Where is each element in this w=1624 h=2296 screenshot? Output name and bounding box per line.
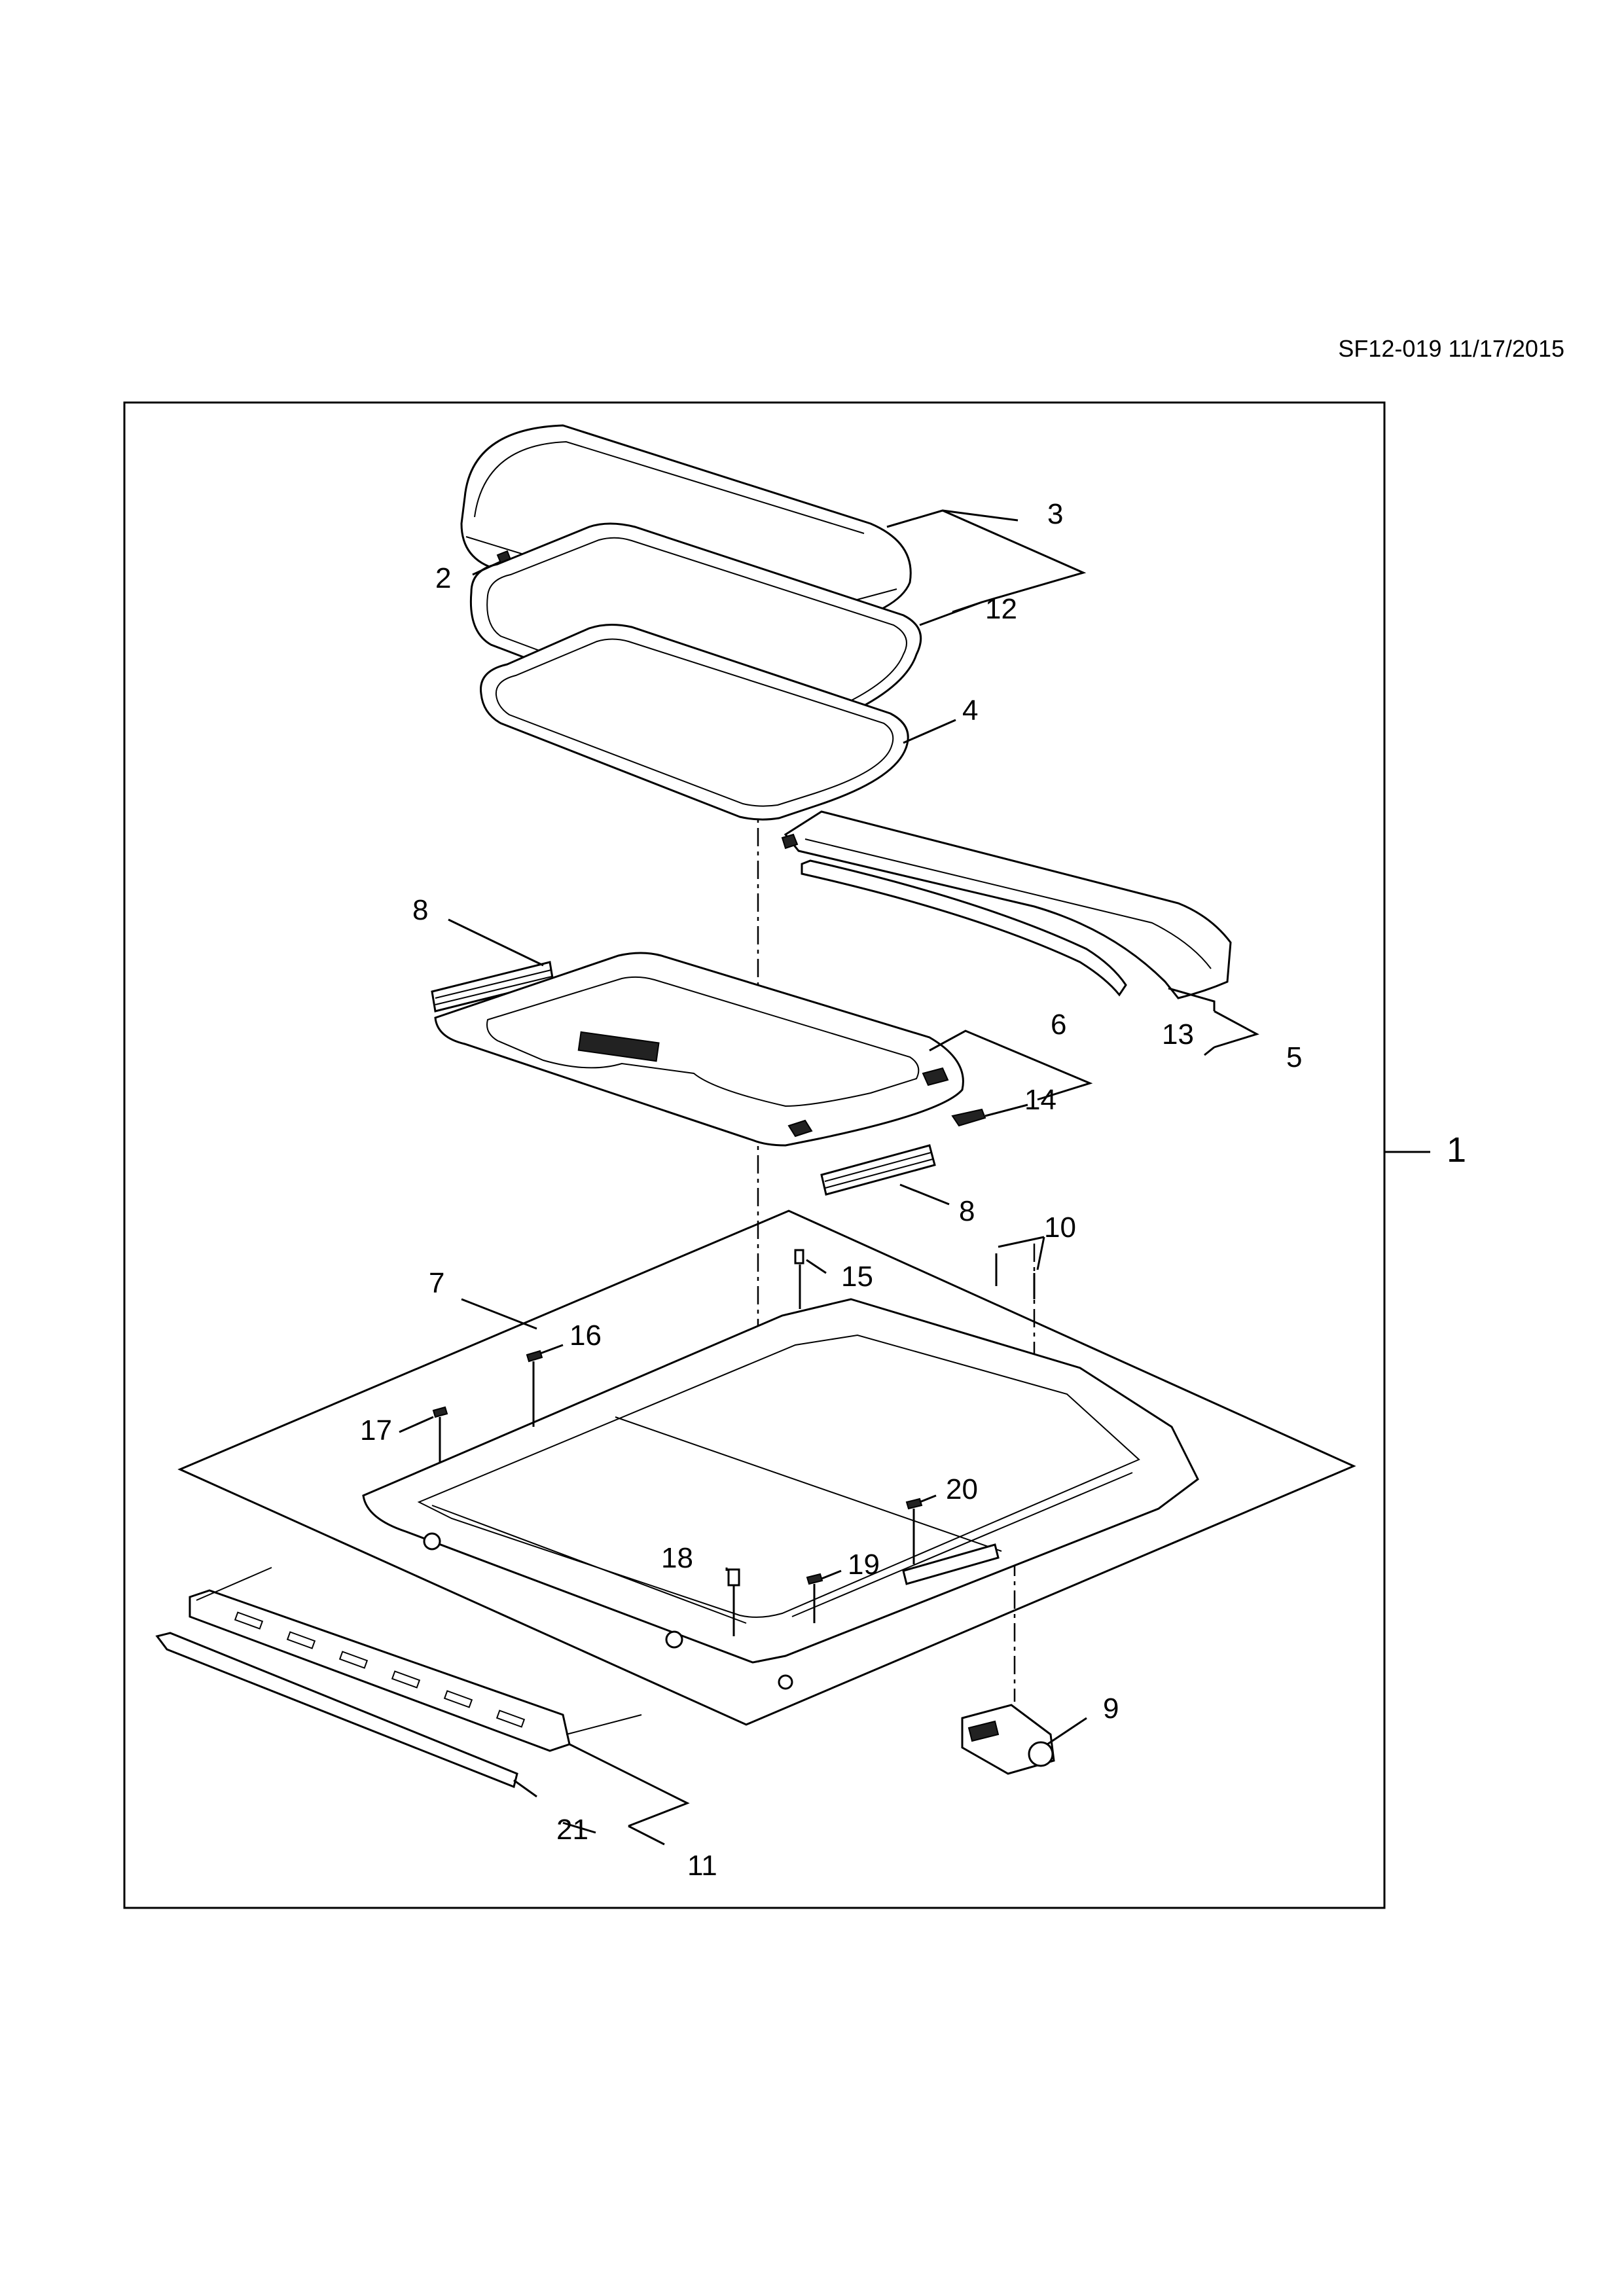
callout-18: 18 (661, 1542, 693, 1574)
clip-16-part (526, 1350, 543, 1363)
callout-10: 10 (1044, 1211, 1076, 1244)
callout-13: 13 (1162, 1018, 1194, 1050)
drive-motor-part (961, 1704, 1055, 1775)
callout-7: 7 (429, 1267, 444, 1299)
callout-4: 4 (962, 694, 978, 726)
clip-20-part (905, 1498, 923, 1510)
callout-1: 1 (1447, 1130, 1466, 1170)
callout-20: 20 (946, 1473, 978, 1505)
callout-17: 17 (360, 1414, 392, 1446)
block-18-part (727, 1568, 740, 1587)
callout-12: 12 (985, 593, 1017, 625)
callout-16: 16 (569, 1319, 602, 1352)
callout-14: 14 (1024, 1084, 1056, 1116)
guide-strip-upper-part (431, 961, 554, 1013)
callout-21: 21 (556, 1814, 588, 1846)
sunroof-base-frame-part (362, 1298, 1199, 1690)
deflector-seal-part (801, 859, 1127, 997)
guide-strip-lower-part (820, 1144, 936, 1196)
callout-5: 5 (1286, 1041, 1302, 1073)
callout-8-upper: 8 (412, 894, 428, 926)
drawing-id: SF12-019 11/17/2015 (1338, 335, 1564, 362)
clip-17-part (432, 1406, 448, 1418)
callout-15: 15 (841, 1261, 873, 1293)
diagram-border (123, 401, 1386, 1909)
clip-19-part (806, 1573, 823, 1585)
callout-6: 6 (1051, 1009, 1066, 1041)
callout-19: 19 (848, 1549, 880, 1581)
callout-8-lower: 8 (959, 1195, 975, 1227)
leader-lines (399, 509, 1430, 1846)
callout-3: 3 (1047, 498, 1063, 530)
fastener-15-part (794, 1249, 804, 1265)
bracket-part (951, 1108, 986, 1127)
glass-seal-frame-part (480, 623, 909, 821)
callout-2: 2 (435, 562, 451, 594)
wind-deflector-part (781, 810, 1232, 999)
frame-assembly-plane (177, 1210, 1356, 1726)
sunshade-frame-part (434, 952, 964, 1147)
callout-9: 9 (1103, 1693, 1119, 1725)
callout-11: 11 (687, 1850, 717, 1882)
